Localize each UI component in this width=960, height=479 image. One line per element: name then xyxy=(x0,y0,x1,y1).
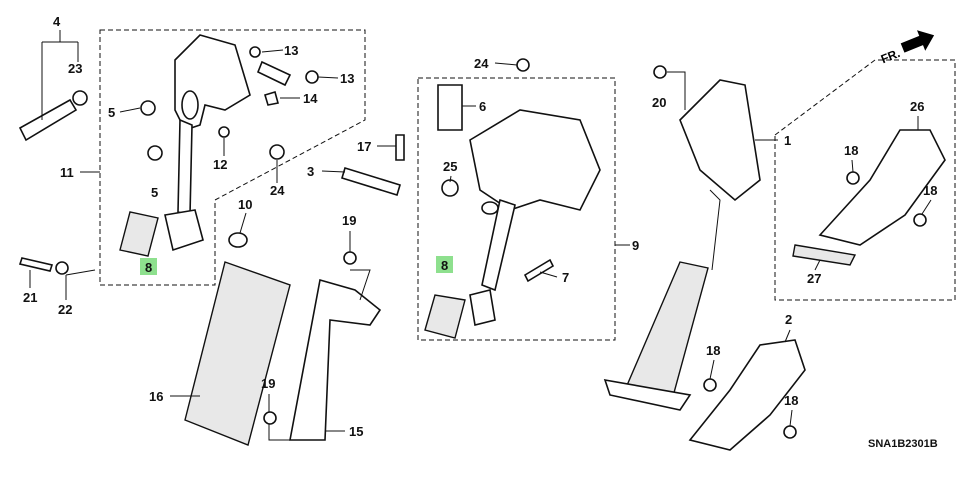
spring-7 xyxy=(523,258,555,283)
bracket-box xyxy=(774,59,956,301)
clutch-pedal-part xyxy=(164,34,251,252)
nut-18d xyxy=(783,425,797,439)
clip-14 xyxy=(264,90,279,106)
callout-11[interactable]: 11 xyxy=(60,165,74,180)
callout-5[interactable]: 5 xyxy=(151,185,158,200)
brake-pedal-part xyxy=(469,109,601,326)
callout-23[interactable]: 23 xyxy=(68,61,82,76)
callout-18[interactable]: 18 xyxy=(706,343,720,358)
nut-18c xyxy=(703,378,717,392)
diagram-code: SNA1B2301B xyxy=(868,438,938,450)
nut-19a xyxy=(343,251,357,265)
front-indicator-label: FR. xyxy=(879,46,902,66)
callout-26[interactable]: 26 xyxy=(910,99,924,114)
callout-15[interactable]: 15 xyxy=(349,424,363,439)
nut-18a xyxy=(846,171,860,185)
nut-19b xyxy=(263,411,277,425)
stopper-5a xyxy=(140,100,156,116)
callout-19[interactable]: 19 xyxy=(342,213,356,228)
callout-4[interactable]: 4 xyxy=(53,14,61,29)
nut-24b xyxy=(516,58,530,72)
callout-2[interactable]: 2 xyxy=(785,312,792,327)
front-direction-arrow-icon: FR. xyxy=(879,30,935,66)
nut-22 xyxy=(55,261,69,275)
callout-21[interactable]: 21 xyxy=(23,290,37,305)
pedal-bracket-15 xyxy=(289,278,382,441)
callout-13[interactable]: 13 xyxy=(284,43,298,58)
highlight-8-left xyxy=(140,258,157,275)
spring-6 xyxy=(437,84,463,131)
stopper-5b xyxy=(147,145,163,161)
callout-1[interactable]: 1 xyxy=(784,133,791,148)
callout-18[interactable]: 18 xyxy=(784,393,798,408)
nut-24a xyxy=(269,144,285,160)
accelerator-pad-16 xyxy=(184,261,291,446)
callout-24[interactable]: 24 xyxy=(270,183,285,198)
clip-13a xyxy=(249,46,261,58)
nut-23 xyxy=(72,90,88,106)
callout-27[interactable]: 27 xyxy=(807,271,821,286)
callout-10[interactable]: 10 xyxy=(238,197,252,212)
callout-14[interactable]: 14 xyxy=(303,91,318,106)
callout-18[interactable]: 18 xyxy=(844,143,858,158)
callout-3[interactable]: 3 xyxy=(307,164,314,179)
callout-25[interactable]: 25 xyxy=(443,159,457,174)
pedal-pad-8-middle xyxy=(424,294,466,339)
highlight-8-middle xyxy=(436,256,453,273)
bracket-2 xyxy=(688,339,806,451)
pad-27 xyxy=(792,244,857,266)
callout-22[interactable]: 22 xyxy=(58,302,72,317)
callout-5[interactable]: 5 xyxy=(108,105,115,120)
switch-3 xyxy=(341,166,401,197)
callout-6[interactable]: 6 xyxy=(479,99,486,114)
callout-24[interactable]: 24 xyxy=(474,56,489,71)
callout-13[interactable]: 13 xyxy=(340,71,354,86)
nut-20 xyxy=(653,65,667,79)
accelerator-pedal-part xyxy=(603,79,761,411)
callout-12[interactable]: 12 xyxy=(213,157,227,172)
stopper-25 xyxy=(441,179,459,197)
callout-8[interactable]: 8 xyxy=(145,260,152,275)
bracket-26 xyxy=(818,129,946,246)
callout-20[interactable]: 20 xyxy=(652,95,666,110)
callout-16[interactable]: 16 xyxy=(149,389,163,404)
spring-14 xyxy=(256,60,292,87)
callout-19[interactable]: 19 xyxy=(261,376,275,391)
clip-12 xyxy=(218,126,230,138)
clutch-pedal-assembly-box xyxy=(99,29,366,286)
callout-9[interactable]: 9 xyxy=(632,238,639,253)
pedal-pad-8-left xyxy=(119,211,159,257)
callout-8[interactable]: 8 xyxy=(441,258,448,273)
nut-13b xyxy=(305,70,319,84)
stopper-10 xyxy=(228,232,248,248)
callout-labels: 4 23 5 11 5 13 13 14 12 24 10 8 21 22 16… xyxy=(23,14,937,439)
nut-18b xyxy=(913,213,927,227)
bolt-17 xyxy=(395,134,405,161)
callout-18[interactable]: 18 xyxy=(923,183,937,198)
adjuster-rod-23 xyxy=(18,98,78,142)
callout-7[interactable]: 7 xyxy=(562,270,569,285)
callout-17[interactable]: 17 xyxy=(357,139,371,154)
bolt-21 xyxy=(18,257,54,272)
brake-pedal-assembly-box xyxy=(417,77,616,341)
leader-lines xyxy=(29,30,932,441)
